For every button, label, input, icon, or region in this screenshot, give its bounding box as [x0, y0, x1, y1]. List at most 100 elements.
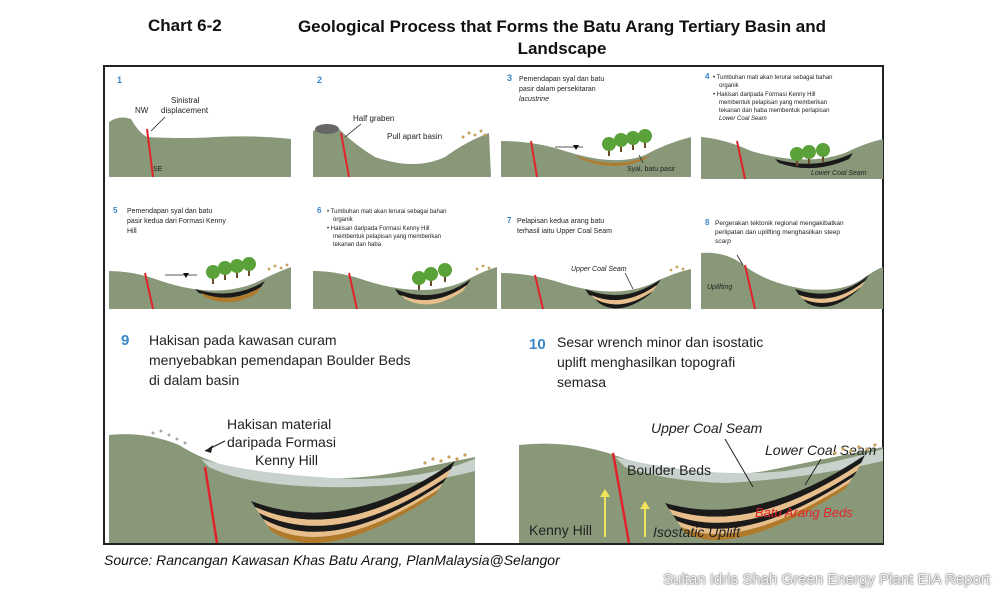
- panel-6-ground: [313, 267, 497, 309]
- panel-4-lower-coal: Lower Coal Seam: [811, 170, 867, 177]
- panel-1-pointer: [150, 116, 166, 132]
- panel-5-number: 5: [113, 206, 118, 215]
- panel-8-line2: perlipatan dan uplifting menghasilkan st…: [715, 229, 840, 236]
- panel-5-fault: [144, 272, 154, 310]
- panel-8-uplifting: Uplifting: [707, 284, 732, 291]
- panel-3-number: 3: [507, 73, 512, 83]
- panel-9-coal-1: [251, 461, 455, 520]
- panel-8-ground: [701, 252, 883, 309]
- panel-10-isostatic: Isostatic Uplift: [653, 524, 741, 540]
- source-caption: Source: Rancangan Kawasan Khas Batu Aran…: [104, 552, 560, 568]
- panel-4-b1a: • Tumbuhan mati akan terurai sebagai bah…: [713, 75, 833, 81]
- panel-4-b2a: • Hakisan daripada Formasi Kenny Hill: [713, 92, 815, 98]
- panel-1-displacement: displacement: [161, 106, 209, 115]
- panel-5-coal: [195, 281, 265, 298]
- panel-5: 5 Pemendapan syal dan batu pasir kedua d…: [109, 206, 291, 310]
- panel-10-line2: uplift menghasilkan topografi: [557, 354, 735, 370]
- panel-3-fault: [530, 140, 538, 178]
- panel-9-fault: [203, 466, 219, 544]
- panel-6-b2a: • Hakisan daripada Formasi Kenny Hill: [327, 226, 429, 232]
- panel-7-line2: terhasil iaitu Upper Coal Seam: [517, 228, 612, 235]
- panel-5-ground: [109, 267, 291, 309]
- panel-2-half-graben: Half graben: [353, 114, 394, 123]
- panel-1: 1 NW SE Sinistral displacement: [109, 75, 291, 178]
- panel-8-line3: scarp: [715, 238, 731, 245]
- panel-4-ground: [701, 137, 883, 179]
- panel-7-number: 7: [507, 216, 512, 225]
- panel-7-fault: [534, 274, 544, 310]
- panel-10-kenny-hill: Kenny Hill: [529, 522, 592, 538]
- panel-2-pull-apart: Pull apart basin: [387, 132, 442, 141]
- panel-6-number: 6: [317, 206, 322, 215]
- panel-9-line2: menyebabkan pemendapan Boulder Beds: [149, 352, 411, 368]
- panel-5-line2: pasir kedua dari Formasi Kenny: [127, 218, 226, 225]
- panel-10-boulder: Boulder Beds: [627, 462, 711, 478]
- panel-4-coal: [775, 153, 853, 169]
- panel-4-fault: [736, 140, 746, 180]
- panel-1-ground: [109, 117, 291, 177]
- panel-9-line1: Hakisan pada kawasan curam: [149, 332, 337, 348]
- panel-8-line1: Pergerakan tektonik regional mengakibatk…: [715, 220, 844, 227]
- panel-2-ground: [313, 127, 491, 177]
- geology-diagram: 1 NW SE Sinistral displacement 2 Half gr…: [109, 72, 883, 544]
- watermark: Sultan Idris Shah Green Energy Plant EIA…: [663, 571, 990, 588]
- panel-7-upper-coal: [585, 279, 661, 301]
- panel-5-line1: Pemendapan syal dan batu: [127, 208, 212, 215]
- panel-1-sinistral: Sinistral: [171, 96, 200, 105]
- panel-3-line3: lacustrine: [519, 96, 549, 103]
- panel-7-line1: Pelapisan kedua arang batu: [517, 218, 604, 225]
- panel-3-syal-label: Syal, batu pasir: [627, 166, 676, 173]
- chart-header: Chart 6-2 Geological Process that Forms …: [0, 14, 1000, 64]
- panel-4-number: 4: [705, 72, 710, 81]
- panel-9-erosion2: daripada Formasi: [227, 434, 336, 450]
- panel-9-erosion1: Hakisan material: [227, 416, 331, 432]
- panel-10-batu-arang: Batu Arang Beds: [755, 505, 853, 520]
- panel-10-line1: Sesar wrench minor dan isostatic: [557, 334, 763, 350]
- panel-4-b2b: membentuk pelapisan yang memberikan: [719, 100, 827, 106]
- panel-8-number: 8: [705, 218, 710, 227]
- panel-4-b2d: Lower Coal Seam: [719, 116, 767, 122]
- panel-9-erosion3: Kenny Hill: [255, 452, 318, 468]
- panel-8-coal: [795, 275, 869, 299]
- panel-3-sediment: [575, 155, 651, 166]
- panel-9-line3: di dalam basin: [149, 372, 239, 388]
- panel-2: 2 Half graben Pull apart basin: [313, 75, 491, 178]
- panel-7: 7 Pelapisan kedua arang batu terhasil ia…: [501, 216, 691, 310]
- panel-6-b2b: membentuk pelapisan yang memberikan: [333, 234, 441, 240]
- panel-6: 6 • Tumbuhan mati akan terurai sebagai b…: [313, 206, 497, 310]
- panel-1-se: SE: [153, 166, 163, 173]
- panel-2-pointer: [344, 123, 362, 138]
- panel-5-line3: Hill: [127, 228, 137, 235]
- panel-7-ground: [501, 269, 691, 309]
- panel-6-coal: [395, 279, 471, 301]
- panel-3-line2: pasir dalam persekitaran: [519, 86, 596, 93]
- panel-10-fault: [611, 452, 631, 544]
- panel-8-fault: [744, 264, 756, 310]
- panel-7-upper-coal-label: Upper Coal Seam: [571, 266, 627, 273]
- panel-4: 4 • Tumbuhan mati akan terurai sebagai b…: [701, 72, 883, 180]
- panel-3-line1: Pemendapan syal dan batu: [519, 76, 604, 83]
- chart-number: Chart 6-2: [148, 16, 222, 35]
- panel-5-water-marker: [183, 273, 189, 278]
- panel-2-cap: [315, 124, 339, 134]
- panel-4-b1b: organik: [719, 83, 740, 89]
- panel-10-boulder-beds: [615, 449, 883, 483]
- panel-2-number: 2: [317, 75, 322, 85]
- panel-6-fault: [348, 272, 358, 310]
- panel-1-nw: NW: [135, 106, 149, 115]
- panel-9-pointer: [205, 445, 213, 453]
- diagram-frame: 1 NW SE Sinistral displacement 2 Half gr…: [103, 65, 884, 545]
- panel-10-number: 10: [529, 336, 546, 353]
- panel-6-b1b: organik: [333, 217, 354, 223]
- panel-2-fault: [340, 132, 350, 178]
- panel-10-line3: semasa: [557, 374, 606, 390]
- panel-9-number: 9: [121, 332, 129, 349]
- panel-3: 3 Pemendapan syal dan batu pasir dalam p…: [501, 73, 691, 178]
- panel-10-upper-coal: Upper Coal Seam: [651, 420, 763, 436]
- panel-1-number: 1: [117, 75, 122, 85]
- panel-10-lower-coal: Lower Coal Seam: [765, 442, 877, 458]
- panel-10-coal-1: [665, 455, 865, 517]
- panel-9-boulder-beds: [201, 459, 475, 488]
- panel-6-b1a: • Tumbuhan mati akan terurai sebagai bah…: [327, 209, 447, 215]
- panel-3-water-marker: [573, 145, 579, 150]
